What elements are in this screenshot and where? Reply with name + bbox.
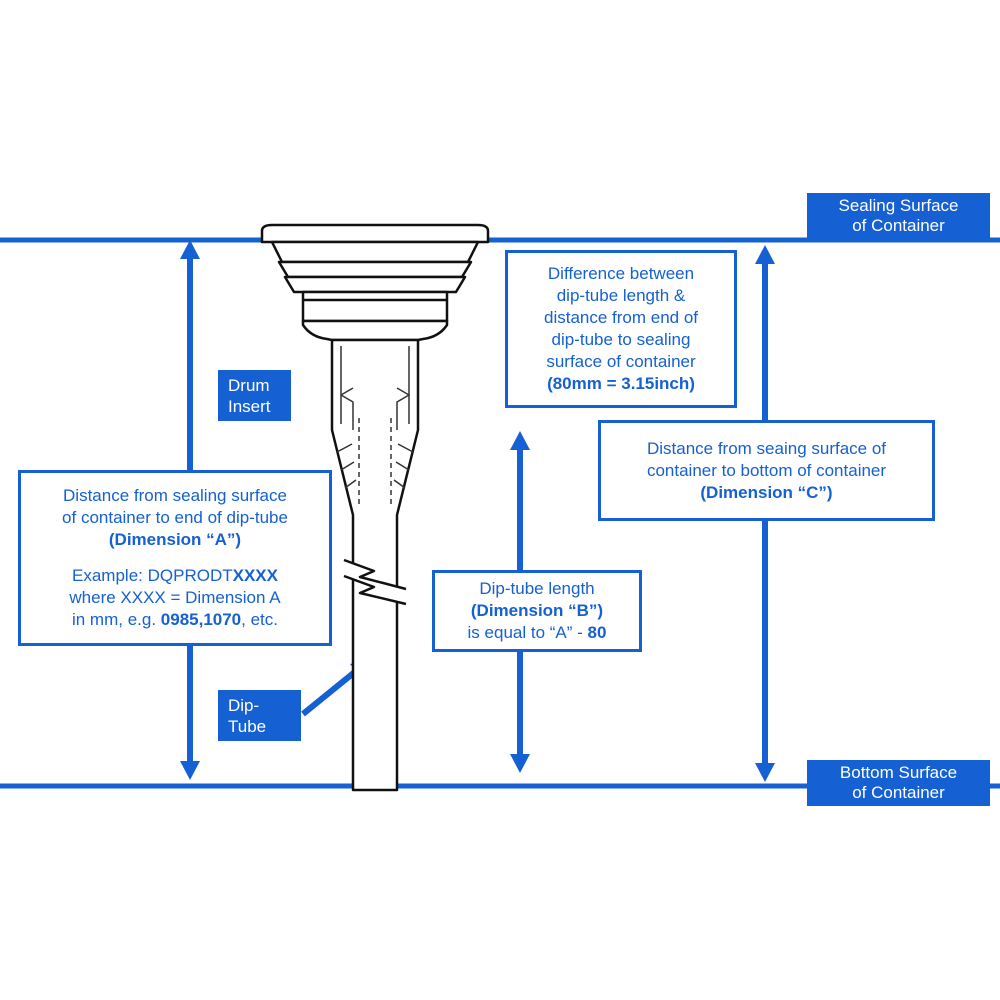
shoulder <box>301 319 449 342</box>
sealing-surface-label-line1: Sealing Surface <box>838 195 959 215</box>
thread-ridge-1 <box>270 240 480 264</box>
hatch-left-3 <box>344 479 357 489</box>
dimension-b-line1: Dip-tube length <box>479 579 595 598</box>
body-and-tube <box>330 338 420 792</box>
dimension-a-line6-pre: in mm, e.g. <box>71 610 161 629</box>
dimension-a-line6: in mm, e.g. 0985,1070, etc. <box>29 609 321 631</box>
dimension-b-line3: is equal to “A” - 80 <box>443 622 631 644</box>
difference-callout: Difference between dip-tube length & dis… <box>505 250 737 408</box>
thread-ridge-2 <box>277 260 473 279</box>
tube-break-top <box>343 558 407 591</box>
dimension-a-line2: of container to end of dip-tube <box>62 508 288 527</box>
drum-insert-label-line2: Insert <box>228 396 271 416</box>
sealing-surface-label-line2: of Container <box>852 215 945 235</box>
dimension-b-line3-bold: 80 <box>587 623 607 642</box>
barb-left <box>340 387 354 430</box>
dimension-c-line3: (Dimension “C”) <box>700 482 833 502</box>
dimension-c-line1: Distance from seaing surface of <box>646 438 887 458</box>
dip-tube-label: Dip- Tube <box>218 690 301 741</box>
dimension-a-line4-bold: XXXX <box>232 566 278 585</box>
difference-line2: dip-tube length & <box>556 286 686 305</box>
dimension-b-line2: (Dimension “B”) <box>470 601 604 620</box>
dimension-a-spacer <box>29 551 321 565</box>
dimension-a-line3: (Dimension “A”) <box>108 530 242 549</box>
dimension-a-line4-pre: Example: DQPRODT <box>72 566 233 585</box>
drum-insert-label: Drum Insert <box>218 370 291 421</box>
hatch-left-1 <box>336 443 353 453</box>
dimension-a-line4: Example: DQPRODTXXXX <box>29 565 321 587</box>
difference-line1: Difference between <box>547 264 695 283</box>
hatch-right-2 <box>395 461 410 471</box>
cap-flange <box>260 223 490 244</box>
hatch-right-3 <box>393 479 406 489</box>
dip-tube-label-line1: Dip- <box>228 695 260 715</box>
bottom-surface-label: Bottom Surface of Container <box>807 760 990 806</box>
difference-line4: dip-tube to sealing <box>551 330 691 349</box>
hatch-right-1 <box>397 443 414 453</box>
drum-insert-drawing <box>260 223 490 792</box>
bottom-surface-label-line1: Bottom Surface <box>839 763 958 782</box>
dimension-b-callout: Dip-tube length (Dimension “B”) is equal… <box>432 570 642 652</box>
dimension-c-line2: container to bottom of container <box>646 460 887 480</box>
difference-line3: distance from end of <box>543 308 699 327</box>
tube-break-bottom <box>343 574 407 606</box>
difference-line6: (80mm = 3.15inch) <box>547 374 695 393</box>
dimension-c-callout: Distance from seaing surface of containe… <box>598 420 935 521</box>
dimension-a-callout: Distance from sealing surface of contain… <box>18 470 332 646</box>
dimension-a-line6-post: , etc. <box>241 610 279 629</box>
dip-tube-label-line2: Tube <box>228 716 267 736</box>
dimension-b-line3-pre: is equal to “A” - <box>467 623 588 642</box>
hatch-left-2 <box>340 461 355 471</box>
barb-right <box>396 387 410 430</box>
dimension-a-line5: where XXXX = Dimension A <box>69 588 281 607</box>
sealing-surface-label: Sealing Surface of Container <box>807 193 990 238</box>
thread-ridge-3 <box>283 275 467 294</box>
drum-insert-label-line1: Drum <box>228 375 270 395</box>
dimension-a-line1: Distance from sealing surface <box>63 486 287 505</box>
difference-line5: surface of container <box>546 352 696 371</box>
dimension-a-line6-bold: 0985,1070 <box>160 610 242 629</box>
neck <box>301 290 449 323</box>
bottom-surface-label-line2: of Container <box>852 783 945 802</box>
